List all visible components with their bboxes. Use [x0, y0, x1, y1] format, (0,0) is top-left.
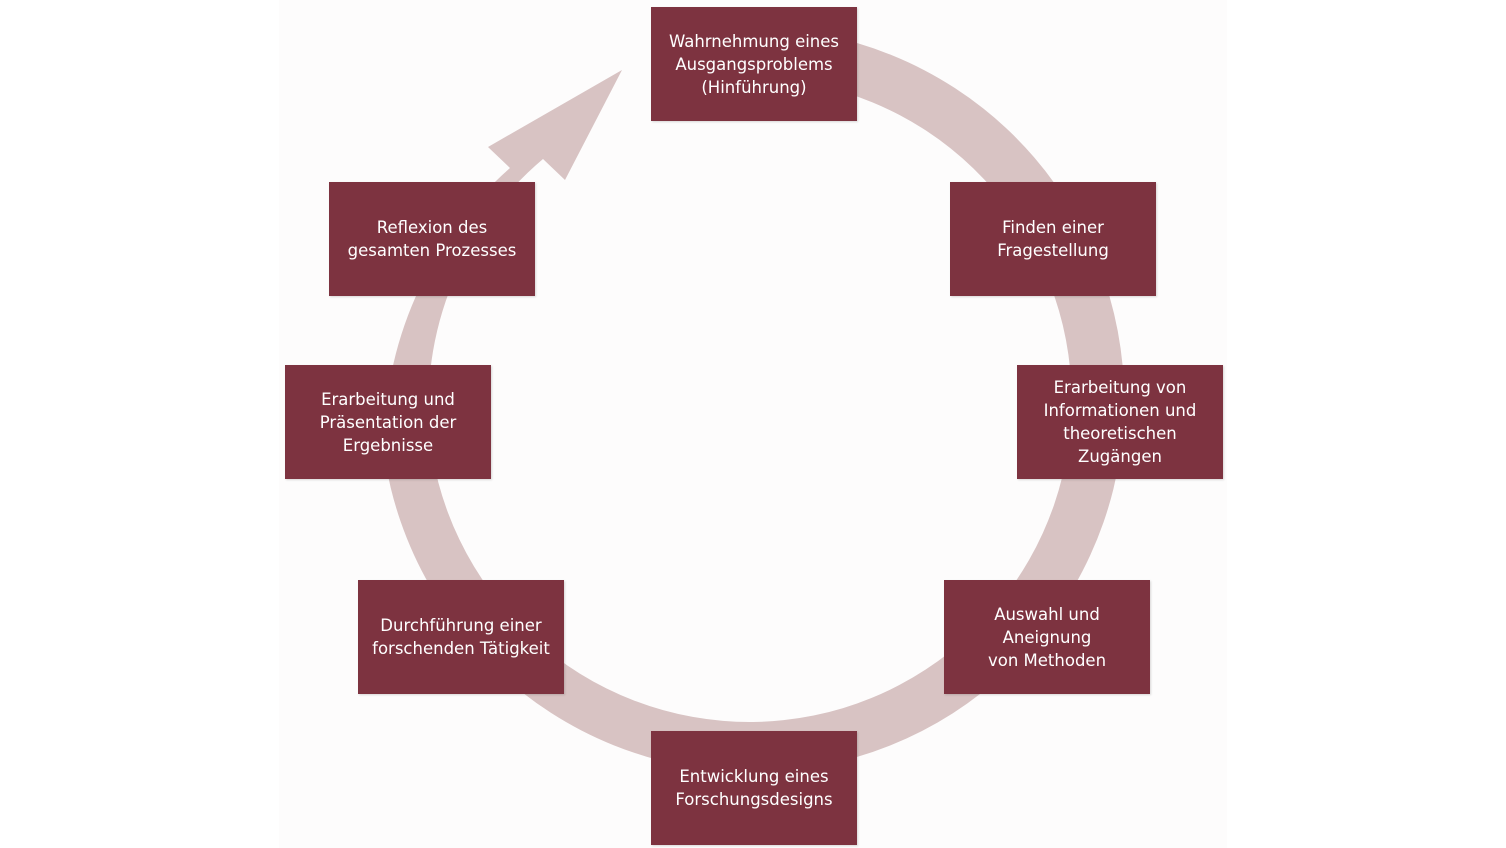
step-box-ausgangsproblem: Wahrnehmung eines Ausgangsproblems (Hinf… — [651, 7, 857, 121]
step-box-ergebnisse: Erarbeitung und Präsentation der Ergebni… — [285, 365, 491, 479]
step-box-fragestellung: Finden einer Fragestellung — [950, 182, 1156, 296]
step-box-durchfuehrung: Durchführung einer forschenden Tätigkeit — [358, 580, 564, 694]
step-label: Entwicklung eines Forschungsdesigns — [675, 767, 833, 809]
step-box-reflexion: Reflexion des gesamten Prozesses — [329, 182, 535, 296]
step-label: Wahrnehmung eines Ausgangsproblems (Hinf… — [668, 31, 840, 97]
step-box-informationen: Erarbeitung von Informationen und theore… — [1017, 365, 1223, 479]
step-label: Reflexion des gesamten Prozesses — [347, 218, 517, 260]
step-label: Durchführung einer forschenden Tätigkeit — [372, 616, 550, 658]
step-label: Erarbeitung und Präsentation der Ergebni… — [319, 389, 457, 455]
step-box-forschungsdesign: Entwicklung eines Forschungsdesigns — [651, 731, 857, 845]
step-label: Erarbeitung von Informationen und theore… — [1043, 378, 1197, 466]
step-box-methoden: Auswahl und Aneignung von Methoden — [944, 580, 1150, 694]
step-label: Finden einer Fragestellung — [997, 218, 1109, 260]
step-label: Auswahl und Aneignung von Methoden — [987, 604, 1107, 670]
